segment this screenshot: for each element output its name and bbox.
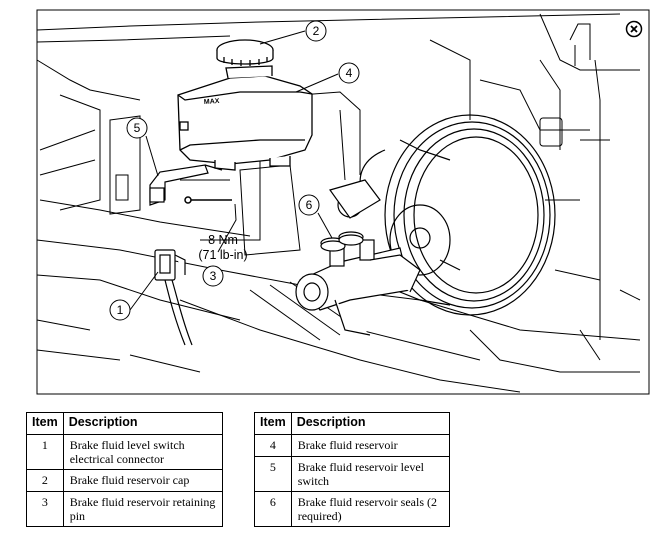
callout-3-label: 3 (210, 269, 217, 283)
legend-header-description: Description (62, 412, 224, 435)
legend-table-right: Item Description 4 Brake fluid reservoir… (254, 412, 451, 527)
callout-3: 3 (202, 265, 224, 287)
callout-4-label: 4 (346, 66, 353, 80)
table-row: 4 Brake fluid reservoir (254, 434, 451, 457)
callout-2: 2 (305, 20, 327, 42)
diagram-frame (36, 9, 650, 395)
legend-item-description: Brake fluid reservoir cap (62, 469, 224, 492)
brake-fluid-reservoir (177, 65, 313, 171)
brake-reservoir-diagram: MAX 1 2 (36, 9, 650, 395)
legend-item-description: Brake fluid reservoir level switch (290, 456, 451, 492)
legend-item-number: 6 (254, 491, 292, 527)
table-row: 5 Brake fluid reservoir level switch (254, 456, 451, 492)
legend-item-description: Brake fluid reservoir seals (2 required) (290, 491, 451, 527)
legend-header-description: Description (290, 412, 451, 435)
reservoir-cap (216, 39, 274, 66)
legend-item-number: 5 (254, 456, 292, 492)
callout-2-label: 2 (313, 24, 320, 38)
close-icon (625, 20, 643, 38)
legend-item-number: 2 (26, 469, 64, 492)
torque-spec-imperial: (71 lb-in) (198, 248, 247, 262)
table-row: 3 Brake fluid reservoir retaining pin (26, 491, 224, 527)
legend-header-row: Item Description (26, 412, 224, 435)
table-row: 1 Brake fluid level switch electrical co… (26, 434, 224, 470)
callout-4: 4 (338, 62, 360, 84)
leader-lines (129, 30, 339, 311)
table-row: 6 Brake fluid reservoir seals (2 require… (254, 491, 451, 527)
legend-header-row: Item Description (254, 412, 451, 435)
callout-1-label: 1 (117, 303, 124, 317)
callout-6: 6 (298, 194, 320, 216)
callout-5-label: 5 (134, 121, 141, 135)
master-cylinder (295, 179, 421, 336)
callout-5: 5 (126, 117, 148, 139)
callout-6-label: 6 (306, 198, 313, 212)
close-button[interactable] (625, 20, 643, 38)
legend-item-number: 1 (26, 434, 64, 470)
level-switch (149, 164, 223, 206)
legend-item-number: 4 (254, 434, 292, 457)
legend-item-description: Brake fluid reservoir (290, 434, 451, 457)
legend-item-description: Brake fluid level switch electrical conn… (62, 434, 224, 470)
retaining-pin (184, 196, 232, 204)
legend-header-item: Item (254, 412, 292, 435)
legend-table-left: Item Description 1 Brake fluid level swi… (26, 412, 224, 527)
torque-spec-metric: 8 Nm (208, 233, 238, 247)
callout-1: 1 (109, 299, 131, 321)
table-row: 2 Brake fluid reservoir cap (26, 469, 224, 492)
legend-item-description: Brake fluid reservoir retaining pin (62, 491, 224, 527)
legend-item-number: 3 (26, 491, 64, 527)
reservoir-max-mark: MAX (204, 98, 220, 106)
electrical-connector (154, 249, 193, 346)
reservoir-seals (320, 231, 364, 252)
brake-booster (359, 114, 556, 316)
legend-header-item: Item (26, 412, 64, 435)
